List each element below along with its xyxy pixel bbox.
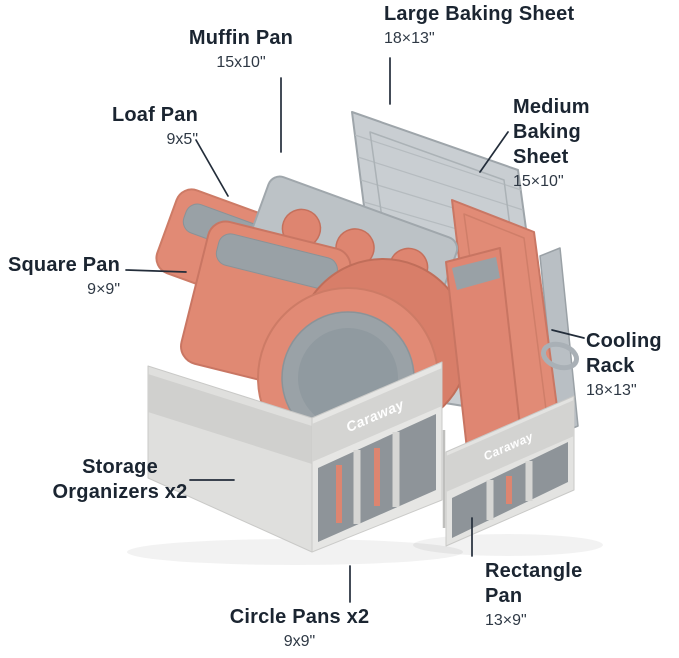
label-title: Rectangle Pan <box>485 560 583 607</box>
label-dimensions: 13×9" <box>485 612 527 629</box>
label-square-pan: Square Pan 9×9" <box>2 253 120 301</box>
label-dimensions: 15×10" <box>513 173 564 190</box>
label-title: Square Pan <box>7 254 120 276</box>
label-title: Cooling Rack <box>586 330 662 377</box>
label-muffin-pan: Muffin Pan 15x10" <box>158 26 324 74</box>
label-circle-pans: Circle Pans x2 9x9" <box>212 605 387 653</box>
storage-organizer-left: Caraway <box>147 361 446 553</box>
label-medium-baking-sheet: Medium Baking Sheet 15×10" <box>513 95 638 193</box>
leader-square-pan <box>125 269 187 273</box>
leader-loaf-pan <box>195 139 229 197</box>
label-dimensions: 9×9" <box>87 281 120 298</box>
label-dimensions: 9x5" <box>166 131 198 148</box>
label-title: Circle Pans x2 <box>229 606 370 628</box>
leader-medium-baking-sheet <box>479 131 509 173</box>
label-dimensions: 15x10" <box>216 54 266 71</box>
label-title: Large Baking Sheet <box>384 3 575 25</box>
label-large-baking-sheet: Large Baking Sheet 18×13" <box>384 2 584 50</box>
storage-organizer-right: Caraway <box>445 395 575 547</box>
leader-lines <box>125 57 585 603</box>
rectangle-pan <box>445 247 525 477</box>
label-loaf-pan: Loaf Pan 9x5" <box>94 103 198 151</box>
label-title: Loaf Pan <box>111 104 198 126</box>
label-title: Storage Organizers x2 <box>52 456 188 503</box>
label-rectangle-pan: Rectangle Pan 13×9" <box>485 559 595 632</box>
leader-cooling-rack <box>551 329 585 339</box>
label-dimensions: 18×13" <box>384 30 435 47</box>
label-dimensions: 18×13" <box>586 382 637 399</box>
label-title: Medium Baking Sheet <box>513 96 590 168</box>
label-dimensions: 9x9" <box>283 633 316 650</box>
label-cooling-rack: Cooling Rack 18×13" <box>586 329 676 402</box>
cooling-rack-handle-icon <box>540 341 580 371</box>
label-storage-organizers: Storage Organizers x2 <box>45 455 195 505</box>
label-title: Muffin Pan <box>188 27 294 49</box>
